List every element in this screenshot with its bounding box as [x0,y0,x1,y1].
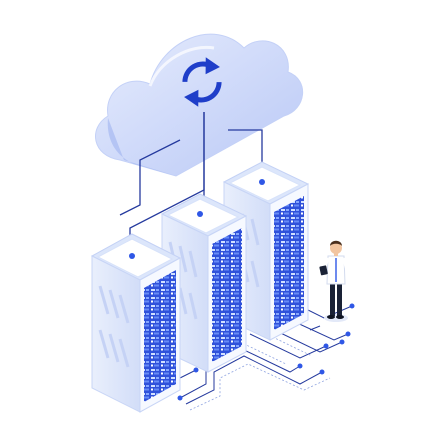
server-rack-icon [160,193,248,373]
cloud-icon [95,33,304,177]
server-rack-icon [90,233,182,413]
sync-icon [182,57,222,107]
person-icon [319,240,350,322]
circuit-nodes [177,303,355,401]
tablet-icon [319,265,328,276]
